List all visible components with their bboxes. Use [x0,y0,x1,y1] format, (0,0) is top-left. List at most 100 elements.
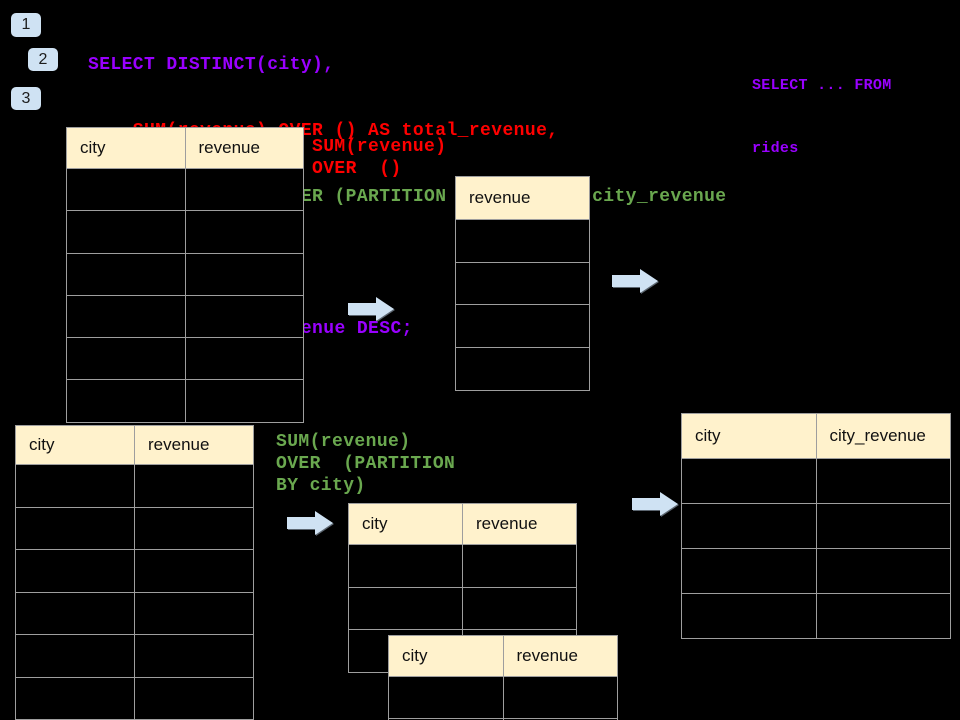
table-cell [456,220,589,262]
table-cell [456,263,589,305]
sum-partition-label: SUM(revenue) OVER (PARTITION BY city) [276,432,456,496]
table-source-rides: city revenue [66,127,304,423]
table-cell [67,169,185,210]
table-cell [184,169,304,211]
table-row [456,219,589,262]
table-row [67,337,304,380]
flow-arrow-icon [287,510,333,536]
sum-over-label: SUM(revenue) OVER () [312,137,447,179]
step-badge-3: 3 [11,87,41,110]
table-cell [456,305,589,347]
table-body [456,219,589,390]
sql-side-note-line: rides [752,140,799,157]
table-cell [134,635,253,677]
table-cell [16,635,134,677]
table-cell [462,587,576,630]
table-row [456,304,589,347]
table-row [16,676,253,720]
table-cell [67,296,185,337]
table-row [682,548,950,593]
table-header-row: city revenue [389,636,617,676]
table-cell [815,594,951,638]
sql-side-note: SELECT ... FROM rides [752,33,892,201]
table-row [456,347,589,390]
column-header-city: city [362,514,388,533]
table-total-revenue: revenue [455,176,590,391]
table-cell [682,504,816,548]
table-cell [184,338,304,380]
table-row [67,294,303,338]
table-cell [184,253,304,295]
table-cell [389,677,503,718]
table-row [67,210,304,253]
table-cell [349,588,462,630]
table-cell [16,678,134,720]
table-cell [462,545,576,587]
table-row [16,591,253,635]
column-header-city: city [695,426,721,445]
table-row [349,544,576,587]
column-header-revenue: revenue [134,426,253,464]
table-header-row: city city_revenue [682,414,950,458]
column-header-city: city [402,646,428,665]
table-cell [682,459,816,503]
table-cell [502,677,618,718]
table-cell [134,465,253,507]
table-row [682,458,950,503]
table-cell [67,338,185,379]
flow-arrow-icon [612,268,658,294]
step-badge-2: 2 [28,48,58,71]
table-header-row: revenue [456,177,589,219]
table-partition-group-b: city revenue [388,635,618,720]
column-header-revenue: revenue [502,636,618,676]
table-cell [815,549,951,593]
table-row [67,379,304,422]
table-cell [815,459,951,503]
table-header-row: city revenue [67,128,303,168]
table-cell [134,592,253,634]
table-cell [134,677,253,719]
table-body [682,458,950,638]
table-cell [349,545,462,587]
table-row [682,503,950,548]
table-cell [682,549,816,593]
table-row [16,464,253,507]
table-cell [16,593,134,635]
table-cell [456,348,589,390]
column-header-revenue: revenue [462,504,576,544]
sql-code-line: SELECT DISTINCT(city), [88,55,335,75]
flow-arrow-icon [632,491,678,517]
table-row [16,634,253,677]
table-body [16,464,253,719]
table-row [389,676,617,718]
table-cell [67,211,185,252]
table-row [16,549,253,592]
table-result-city-revenue: city city_revenue [681,413,951,639]
table-cell [67,380,185,421]
table-header-row: city revenue [349,504,576,544]
table-row [16,506,253,550]
column-header-revenue: revenue [469,188,531,207]
table-body [389,676,617,720]
table-row [67,252,304,295]
table-cell [16,550,134,592]
table-cell [134,550,253,592]
table-row [682,593,950,638]
table-cell [184,211,304,253]
table-row [349,586,576,630]
column-header-city-revenue: city_revenue [815,414,951,458]
flow-arrow-icon [348,296,394,322]
table-cell [184,380,304,422]
table-cell [16,465,134,507]
table-cell [16,508,134,550]
table-row [67,168,304,211]
table-cell [67,254,185,295]
step-badge-1: 1 [11,13,41,37]
column-header-city: city [29,435,55,454]
table-cell [682,594,816,638]
table-partition-source: city revenue [15,425,254,720]
table-cell [134,507,253,549]
column-header-city: city [80,138,106,157]
table-row [456,261,589,305]
